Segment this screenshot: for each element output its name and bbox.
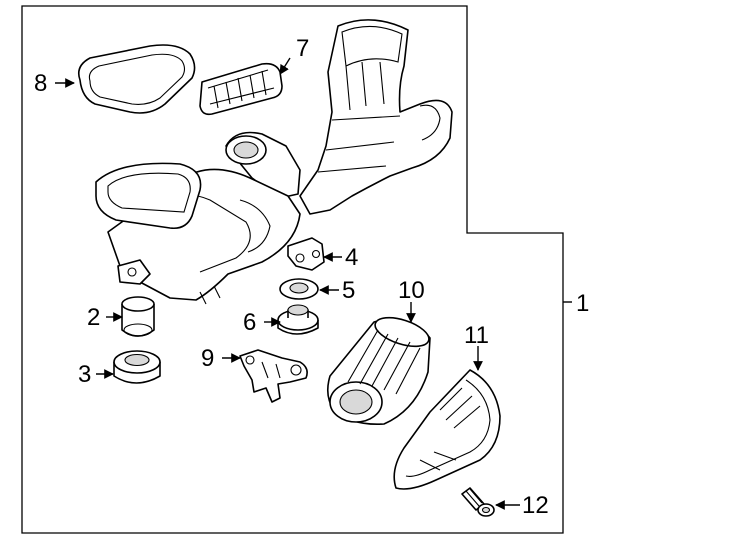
sleeve-part [121,296,155,337]
screen-part [199,62,283,116]
washer-part [279,278,319,300]
filter-element-part [326,316,431,426]
leader-lines [55,57,520,510]
callout-7: 7 [296,35,309,62]
callout-3: 3 [78,361,91,388]
clip-part [287,237,325,271]
callout-4: 4 [345,244,358,271]
callout-2: 2 [87,304,100,331]
callout-12: 12 [522,492,549,519]
bolt-part [461,487,495,517]
callout-9: 9 [201,345,214,372]
callout-8: 8 [34,70,47,97]
callout-5: 5 [342,277,355,304]
assembly-frame [21,5,564,534]
intake-duct-assembly [95,19,453,305]
leader-7 [279,57,291,75]
callout-10: 10 [398,277,425,304]
callout-1: 1 [576,290,589,317]
callout-11: 11 [464,322,489,349]
housing-cover-part [393,369,501,490]
bracket-part [239,349,308,403]
gasket-part [77,44,196,114]
callout-6: 6 [243,309,256,336]
grommet-part [277,304,319,335]
isolator-part [113,350,161,384]
